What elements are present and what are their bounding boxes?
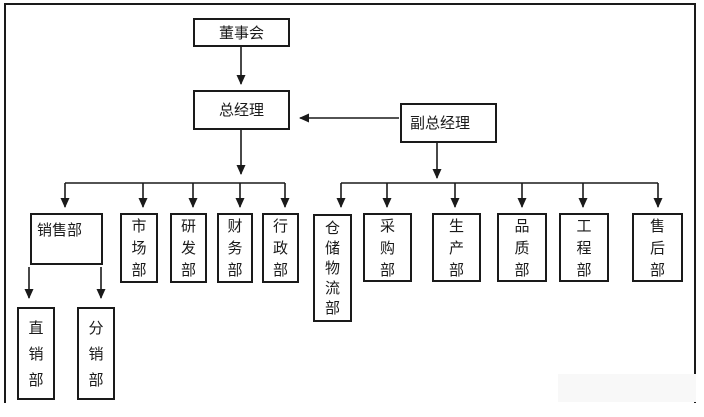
node-production: 生产部 (432, 213, 481, 282)
node-direct-sales-label: 直销部 (28, 318, 44, 389)
node-general-manager: 总经理 (193, 90, 290, 130)
node-finance-label: 财务部 (227, 217, 243, 279)
node-admin-label: 行政部 (272, 217, 288, 279)
node-deputy-general-manager: 副总经理 (400, 103, 497, 143)
node-distribution: 分销部 (77, 307, 115, 400)
node-marketing: 市场部 (120, 213, 158, 283)
node-admin: 行政部 (262, 213, 299, 283)
node-rnd-label: 研发部 (180, 217, 196, 279)
node-after-sales-label: 售后部 (649, 216, 665, 279)
node-finance: 财务部 (217, 213, 253, 283)
node-quality: 品质部 (497, 213, 547, 282)
diagram-border (4, 3, 696, 403)
node-marketing-label: 市场部 (131, 217, 147, 279)
node-engineering: 工程部 (559, 213, 609, 282)
node-purchasing: 采购部 (363, 213, 412, 282)
node-sales-label: 销售部 (37, 221, 83, 239)
node-distribution-label: 分销部 (88, 318, 104, 389)
watermark-smudge (558, 374, 696, 402)
node-direct-sales: 直销部 (17, 307, 55, 400)
node-engineering-label: 工程部 (576, 216, 592, 279)
node-deputy-general-manager-label: 副总经理 (410, 114, 471, 132)
node-warehouse-logistics: 仓储物流部 (313, 214, 352, 322)
node-quality-label: 品质部 (514, 216, 530, 279)
node-purchasing-label: 采购部 (379, 216, 395, 279)
node-production-label: 生产部 (448, 216, 464, 279)
node-board: 董事会 (193, 18, 290, 47)
node-after-sales: 售后部 (632, 213, 683, 282)
node-rnd: 研发部 (170, 213, 207, 283)
node-warehouse-logistics-label: 仓储物流部 (324, 219, 340, 317)
node-board-label: 董事会 (218, 23, 264, 42)
node-sales: 销售部 (30, 213, 103, 265)
node-general-manager-label: 总经理 (218, 101, 264, 119)
